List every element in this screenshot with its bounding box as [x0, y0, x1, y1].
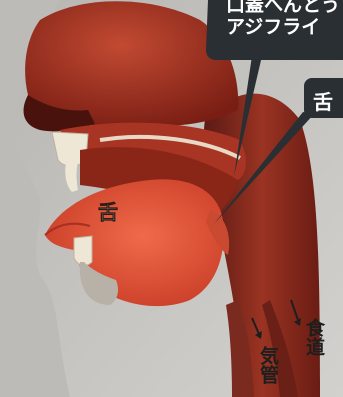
lower-teeth: [74, 236, 92, 265]
trachea-label: 気管: [258, 346, 278, 384]
esophagus-label: 食道: [304, 318, 324, 356]
tongue-label: 舌: [98, 196, 118, 225]
callout-line-2: アジフライ: [226, 16, 320, 38]
callout-line-1: 口蓋へんとう: [226, 0, 340, 16]
tag-label: 舌: [313, 86, 333, 115]
